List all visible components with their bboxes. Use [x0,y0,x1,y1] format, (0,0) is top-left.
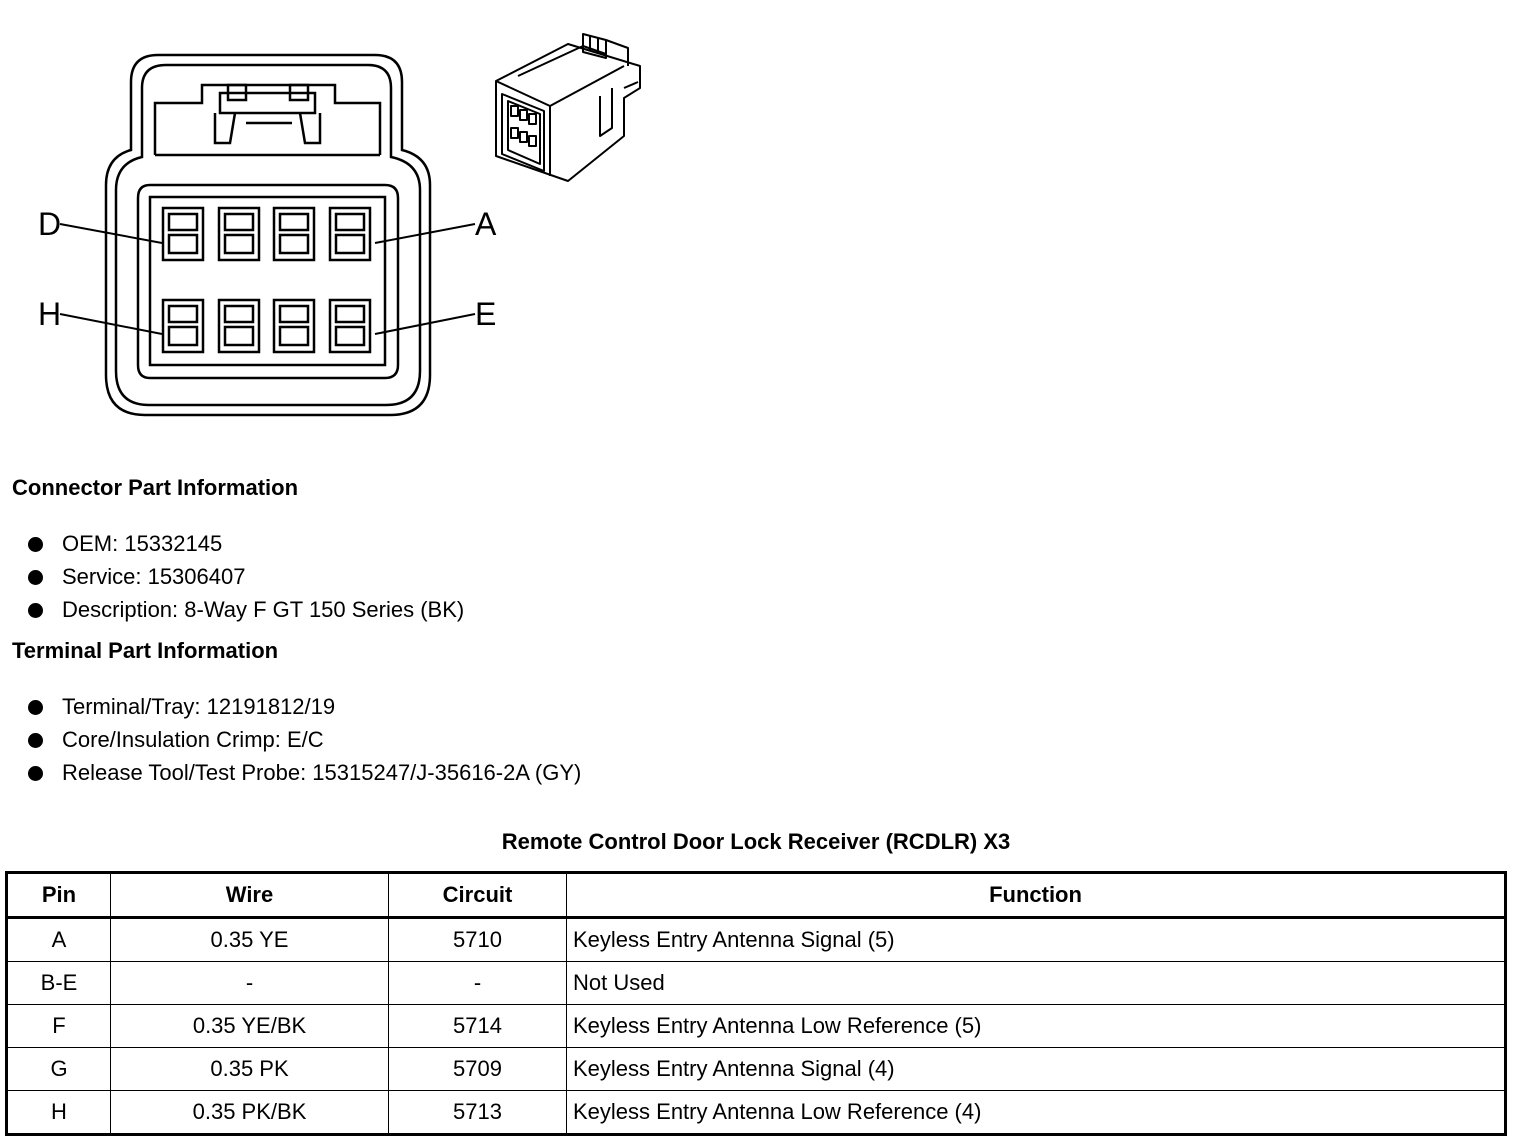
bullet-icon [28,700,43,715]
cell-wire: 0.35 YE [110,917,389,962]
cell-function: Keyless Entry Antenna Low Reference (4) [566,1090,1506,1135]
terminal-cavity [328,298,372,354]
cell-wire: 0.35 PK/BK [110,1090,389,1135]
header-wire: Wire [110,872,389,919]
terminal-cavity [161,206,205,262]
table-row: B-E - - Not Used [6,961,1506,1005]
terminal-part-info-list: Terminal/Tray: 12191812/19 Core/Insulati… [28,690,581,789]
cell-circuit: 5709 [388,1047,567,1091]
table-title: Remote Control Door Lock Receiver (RCDLR… [501,829,1011,854]
terminal-cavity [217,206,261,262]
cell-circuit: 5710 [388,917,567,962]
terminal-cavity [328,206,372,262]
cell-pin: G [6,1047,111,1091]
list-item: Service: 15306407 [28,560,464,593]
connector-face-diagram: D A H E [38,53,497,417]
cell-function: Keyless Entry Antenna Signal (5) [566,917,1506,962]
table-row: H 0.35 PK/BK 5713 Keyless Entry Antenna … [6,1090,1506,1135]
pin-label-d: D [38,206,61,242]
cell-circuit: - [388,961,567,1005]
table-row: A 0.35 YE 5710 Keyless Entry Antenna Sig… [6,917,1506,962]
cell-pin: H [6,1090,111,1135]
connector-part-info-list: OEM: 15332145 Service: 15306407 Descript… [28,527,464,626]
connector-part-info-title: Connector Part Information [12,475,299,500]
cell-circuit: 5714 [388,1004,567,1048]
terminal-cavities [161,206,372,354]
terminal-cavity [272,206,316,262]
cell-pin: A [6,917,111,962]
bullet-icon [28,603,43,618]
cell-pin: B-E [6,961,111,1005]
bullet-icon [28,733,43,748]
cell-wire: - [110,961,389,1005]
list-item: Description: 8-Way F GT 150 Series (BK) [28,593,464,626]
bullet-icon [28,537,43,552]
table-row: F 0.35 YE/BK 5714 Keyless Entry Antenna … [6,1004,1506,1048]
table-row: G 0.35 PK 5709 Keyless Entry Antenna Sig… [6,1047,1506,1091]
cell-pin: F [6,1004,111,1048]
pin-label-e: E [475,296,496,332]
list-item: OEM: 15332145 [28,527,464,560]
terminal-part-info-title: Terminal Part Information [12,638,279,663]
connector-isometric-view [495,33,641,182]
cell-wire: 0.35 PK [110,1047,389,1091]
terminal-cavity [217,298,261,354]
cell-function: Keyless Entry Antenna Low Reference (5) [566,1004,1506,1048]
terminal-cavity [161,298,205,354]
table-header-row: Pin Wire Circuit Function [6,872,1506,919]
list-item: Core/Insulation Crimp: E/C [28,723,581,756]
bullet-icon [28,570,43,585]
bullet-icon [28,766,43,781]
cell-function: Not Used [566,961,1506,1005]
header-function: Function [566,872,1506,919]
terminal-cavity [272,298,316,354]
pinout-table: Pin Wire Circuit Function A 0.35 YE 5710… [5,871,1507,1136]
cell-wire: 0.35 YE/BK [110,1004,389,1048]
pin-label-h: H [38,296,61,332]
cell-circuit: 5713 [388,1090,567,1135]
header-pin: Pin [6,872,111,919]
list-item: Terminal/Tray: 12191812/19 [28,690,581,723]
pin-label-a: A [475,206,497,242]
header-circuit: Circuit [388,872,567,919]
list-item: Release Tool/Test Probe: 15315247/J-3561… [28,756,581,789]
cell-function: Keyless Entry Antenna Signal (4) [566,1047,1506,1091]
